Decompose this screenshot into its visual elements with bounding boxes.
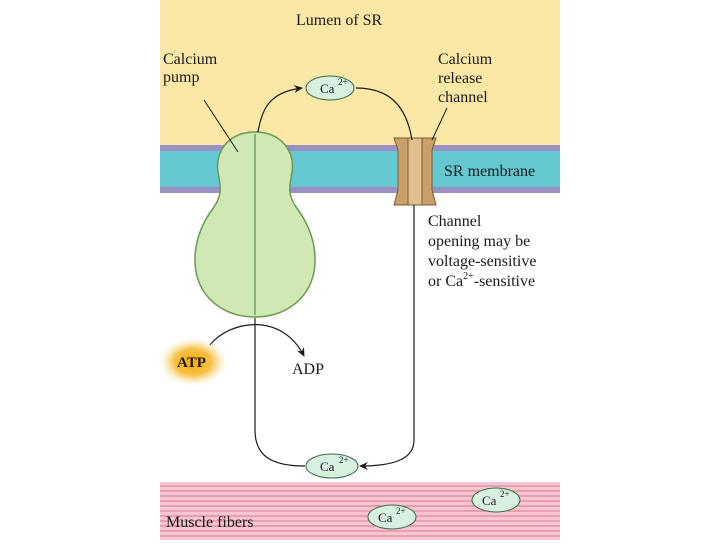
cytoplasm-to-pump-line (254, 318, 306, 467)
lumen-region (160, 0, 560, 150)
release-channel-label-line2: release (438, 70, 482, 87)
calcium-pump-label-line2: pump (163, 69, 199, 86)
membrane-bottom-edge (160, 187, 560, 193)
muscle-fibers-label: Muscle fibers (166, 514, 254, 531)
svg-text:2+: 2+ (500, 489, 510, 499)
lumen-label: Lumen of SR (296, 12, 383, 29)
pump-label-leader (203, 99, 239, 153)
release-channel-label-line3: channel (438, 89, 488, 106)
channel-note-line4: or Ca2+-sensitive (428, 271, 535, 290)
channel-note-line1: Channel (428, 213, 482, 230)
svg-text:Ca: Ca (378, 510, 393, 525)
ion-lumen: Ca 2+ (305, 75, 355, 101)
channel-note-line2: opening may be (428, 233, 530, 250)
calcium-release-channel (393, 137, 437, 206)
atp-label: ATP (177, 355, 206, 371)
membrane-top-edge (160, 145, 560, 151)
sr-membrane-label: SR membrane (444, 163, 535, 180)
ion-muscle-right: Ca 2+ (471, 487, 521, 513)
calcium-pump-label-line1: Calcium (163, 51, 218, 68)
channel-label-leader (431, 107, 448, 141)
channel-to-cytoplasm-arrow (359, 205, 415, 470)
atp-glow (159, 338, 227, 386)
svg-text:Ca: Ca (320, 81, 335, 96)
ion-cytoplasm: Ca 2+ (305, 453, 359, 479)
svg-text:2+: 2+ (338, 77, 348, 87)
atp-to-adp-arrow (209, 324, 305, 357)
release-channel-label-line1: Calcium (438, 51, 493, 68)
svg-text:Ca: Ca (320, 459, 335, 474)
svg-text:2+: 2+ (339, 455, 349, 465)
channel-note-line3: voltage-sensitive (428, 253, 536, 270)
adp-label: ADP (292, 361, 324, 378)
ion-muscle-left: Ca 2+ (367, 504, 417, 530)
pump-to-lumen-arrow (257, 85, 303, 133)
lumen-to-channel-arrow (355, 87, 413, 141)
svg-text:Ca: Ca (482, 493, 497, 508)
svg-text:2+: 2+ (396, 506, 406, 516)
